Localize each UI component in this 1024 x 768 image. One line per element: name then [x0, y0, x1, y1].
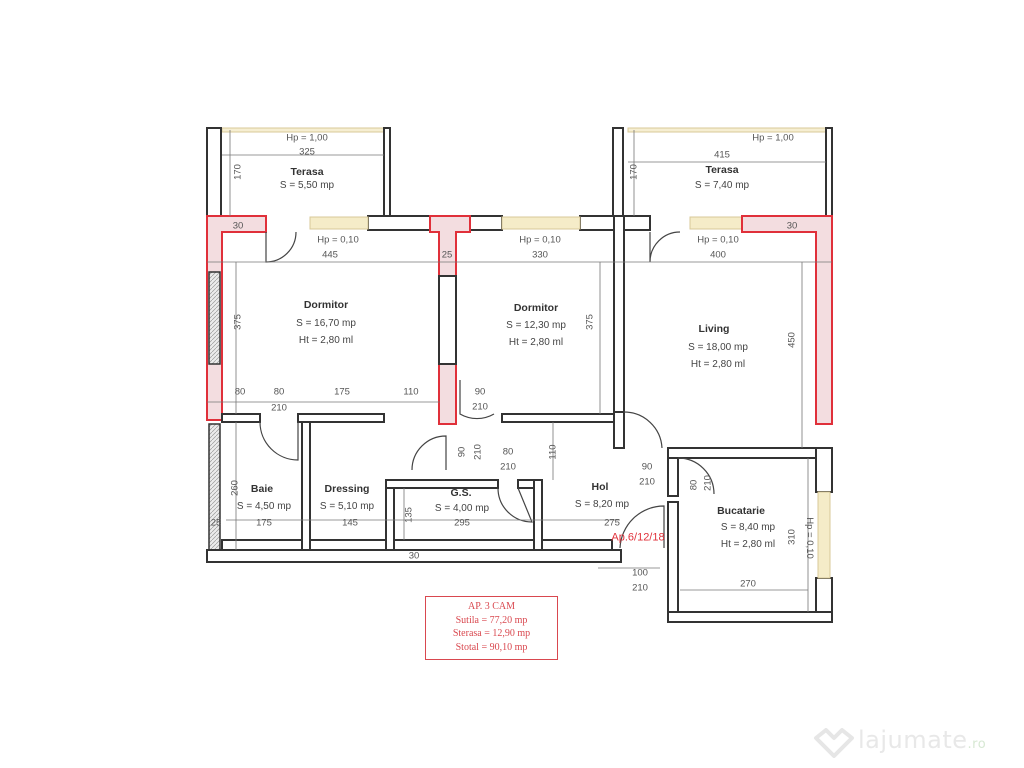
strip-dim-3: 110 — [403, 386, 419, 398]
dormitor2-door-width: 90 — [474, 386, 486, 398]
bucatarie-width: 270 — [740, 578, 756, 590]
dormitor2-door-height: 210 — [472, 401, 488, 413]
living-area: S = 18,00 mp — [688, 342, 748, 353]
baie-depth: 260 — [229, 480, 241, 496]
dormitor1-window: Hp = 0,10 — [317, 234, 359, 246]
living-door-height: 210 — [639, 476, 655, 488]
dormitor1-depth: 375 — [232, 314, 244, 330]
watermark-text: lajumate.ro — [858, 726, 986, 754]
gs-side-door-height: 210 — [472, 444, 484, 460]
dormitor1-area: S = 16,70 mp — [296, 318, 356, 329]
apartment-code: Ap.6/12/18 — [611, 531, 665, 544]
entry-door-width: 100 — [632, 567, 648, 579]
partition-dorm — [438, 275, 457, 365]
terasa-left-depth: 170 — [232, 164, 244, 180]
area-summary-box: AP. 3 CAM Sutila = 77,20 mp Sterasa = 12… — [425, 596, 558, 660]
wall-dim-1: 30 — [232, 220, 244, 232]
door-swings — [259, 231, 715, 549]
summary-total-area: Stotal = 90,10 mp — [455, 641, 528, 653]
living-width: 400 — [710, 249, 726, 261]
dormitor1-width: 445 — [322, 249, 338, 261]
partition-dorm2-living — [613, 215, 625, 413]
living-depth: 450 — [786, 332, 798, 348]
terasa-left-area: S = 5,50 mp — [279, 180, 335, 191]
dressing-area: S = 5,10 mp — [319, 501, 375, 512]
wall-dim-2: 25 — [441, 249, 453, 261]
bucatarie-window: Hp = 0,10 — [803, 517, 815, 559]
bottom-exterior-wall — [206, 539, 622, 563]
hol-area: S = 8,20 mp — [574, 499, 630, 510]
strip-dim-0: 80 — [234, 386, 246, 398]
strip-dim-1: 80 — [273, 386, 285, 398]
bucatarie-area: S = 8,40 mp — [720, 522, 776, 533]
windows-top — [309, 216, 743, 230]
strip-dim-2: 175 — [334, 386, 350, 398]
dimension-lines — [207, 130, 832, 612]
left-hatched-wall — [208, 271, 221, 365]
hol-width: 275 — [604, 517, 620, 529]
dormitor1-height: Ht = 2,80 ml — [298, 335, 354, 346]
terasa-right-depth: 170 — [628, 164, 640, 180]
dormitor2-window: Hp = 0,10 — [519, 234, 561, 246]
bottom-wall-dim: 30 — [408, 550, 420, 562]
wall-dim-3: 30 — [786, 220, 798, 232]
dormitor1-name: Dormitor — [303, 298, 349, 311]
dormitor2-height: Ht = 2,80 ml — [508, 337, 564, 348]
baie-width: 175 — [256, 517, 272, 529]
dormitor2-depth: 375 — [584, 314, 596, 330]
terasa-left-name: Terasa — [290, 165, 324, 178]
bucatarie-name: Bucatarie — [717, 504, 765, 517]
living-window: Hp = 0,10 — [697, 234, 739, 246]
bucatarie-height: Ht = 2,80 ml — [720, 539, 776, 550]
terasa-right-width: 415 — [714, 149, 730, 161]
gs-side-dim: 90 — [456, 446, 468, 458]
terasa-right-area: S = 7,40 mp — [694, 180, 750, 191]
heart-logo-icon — [814, 728, 854, 758]
baie-area: S = 4,50 mp — [236, 501, 292, 512]
kitchen-door-width: 80 — [688, 479, 700, 491]
interior-walls — [221, 411, 833, 623]
terasa-left-parapet: Hp = 1,00 — [286, 132, 328, 144]
terasa-right-name: Terasa — [705, 163, 739, 176]
dormitor2-name: Dormitor — [513, 301, 559, 314]
terasa-right-parapet: Hp = 1,00 — [752, 132, 794, 144]
hol-name: Hol — [591, 480, 609, 493]
summary-useful-area: Sutila = 77,20 mp — [455, 614, 528, 626]
baie-wall-dim: 25 — [210, 517, 222, 529]
bucatarie-depth: 310 — [786, 529, 798, 545]
summary-terrace-area: Sterasa = 12,90 mp — [452, 628, 531, 639]
gs-door-width: 80 — [502, 446, 514, 458]
terasa-left-width: 325 — [299, 146, 315, 158]
watermark-brand: lajumate — [858, 726, 968, 754]
gs-depth: 135 — [403, 507, 415, 523]
gs-width: 295 — [454, 517, 470, 529]
living-door-width: 90 — [641, 461, 653, 473]
gs-name: G.S. — [450, 486, 472, 499]
gs-door-height: 210 — [500, 461, 516, 473]
baie-name: Baie — [250, 482, 274, 495]
watermark-tld: .ro — [967, 737, 987, 752]
hol-depth: 110 — [547, 444, 559, 460]
summary-title: AP. 3 CAM — [468, 601, 515, 612]
living-height: Ht = 2,80 ml — [690, 359, 746, 370]
dormitor2-area: S = 12,30 mp — [506, 320, 566, 331]
living-name: Living — [698, 322, 730, 335]
entry-door-height: 210 — [632, 582, 648, 594]
kitchen-door-height: 210 — [702, 475, 714, 491]
watermark: lajumate.ro — [812, 722, 1012, 762]
strip-door-height: 210 — [271, 402, 287, 414]
dressing-name: Dressing — [324, 482, 370, 495]
kitchen-window — [817, 491, 831, 579]
dressing-width: 145 — [342, 517, 358, 529]
left-hatched-wall-lower — [208, 423, 221, 557]
gs-area: S = 4,00 mp — [434, 503, 490, 514]
dormitor2-width: 330 — [532, 249, 548, 261]
